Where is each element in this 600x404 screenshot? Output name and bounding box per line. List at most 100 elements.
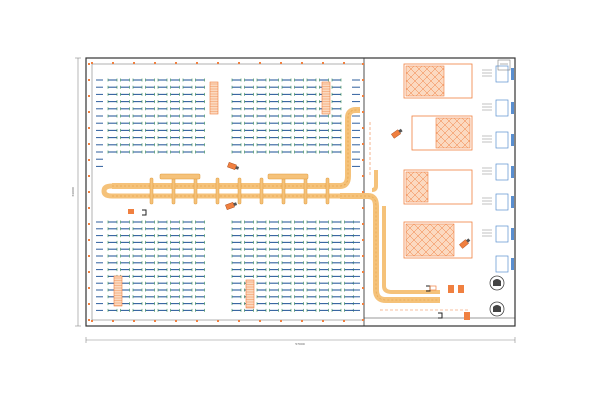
building-columns (88, 62, 364, 322)
column-marker (88, 63, 90, 65)
column-marker (217, 62, 219, 64)
column-marker (88, 79, 90, 81)
lattice-line (405, 173, 429, 197)
conveyor-curve (101, 183, 113, 199)
lattice-line (405, 185, 423, 203)
lattice-line (431, 65, 445, 79)
forklift (227, 162, 240, 170)
column-marker (88, 255, 90, 257)
column-marker (259, 62, 261, 64)
conveyor-main-loop (112, 107, 360, 189)
lattice-line (435, 117, 453, 135)
dock-door (495, 225, 509, 243)
dock-leveler (511, 102, 514, 114)
dock-door (495, 99, 509, 117)
dock-leveler (511, 166, 514, 178)
lattice-line (435, 139, 445, 149)
lattice-line (407, 181, 429, 203)
lattice-line (405, 223, 439, 257)
dock-door (495, 65, 509, 83)
lattice-line (421, 223, 455, 257)
storage-racks (96, 78, 360, 312)
column-marker (362, 111, 364, 113)
column-marker (362, 79, 364, 81)
lattice-line (407, 171, 429, 193)
dock-door (495, 255, 509, 273)
column-marker (362, 319, 364, 321)
column-marker (196, 62, 198, 64)
width-dimension-label: 57000 (295, 342, 305, 346)
lattice-line (431, 83, 445, 97)
dock-door (495, 193, 509, 211)
lattice-line (415, 67, 445, 97)
conveyor-segment (237, 177, 242, 205)
conveyor-segment (149, 177, 154, 205)
lattice-line (405, 177, 429, 201)
orange-storage-zone (209, 81, 219, 115)
lattice-line (415, 171, 429, 185)
conveyor-segment (259, 177, 264, 205)
column-marker (238, 320, 240, 322)
lattice-line (437, 239, 455, 257)
column-marker (362, 303, 364, 305)
lattice-line (437, 223, 455, 241)
column-marker (301, 320, 303, 322)
lattice-line (407, 65, 439, 97)
forklift (459, 238, 471, 249)
operator-station (448, 285, 454, 293)
dock-leveler (511, 228, 514, 240)
column-marker (238, 62, 240, 64)
equipment-marker (128, 209, 134, 214)
forklift-body (227, 162, 237, 170)
lattice-line (435, 117, 445, 127)
column-marker (343, 62, 345, 64)
forklift-mast (233, 202, 238, 207)
lattice-line (413, 223, 447, 257)
column-marker (112, 62, 114, 64)
conveyor-segment (325, 177, 330, 205)
lattice-line (423, 171, 429, 177)
conveyor-segment (159, 173, 201, 180)
column-marker (362, 271, 364, 273)
column-marker (280, 62, 282, 64)
height-dimension-label: 34000 (71, 187, 75, 197)
lattice-line (423, 197, 429, 203)
lattice-line (415, 65, 445, 95)
column-marker (91, 320, 93, 322)
dock-leveler (511, 258, 514, 270)
title-block (497, 59, 511, 71)
conveyor-spur (371, 170, 378, 192)
lattice-line (439, 65, 445, 71)
column-marker (259, 320, 261, 322)
lattice-line (405, 193, 415, 203)
conveyor-segment (267, 173, 309, 180)
equipment-marker (142, 209, 147, 216)
column-marker (322, 320, 324, 322)
lattice-line (445, 117, 471, 143)
dock-door (495, 163, 509, 181)
conveyor-main-loop-rollers (112, 109, 360, 187)
lattice-line (415, 189, 429, 203)
conveyor-segment (303, 177, 308, 205)
column-marker (154, 320, 156, 322)
lattice-line (405, 71, 431, 97)
column-marker (88, 143, 90, 145)
column-marker (362, 207, 364, 209)
lattice-line (435, 117, 461, 143)
forklift (225, 202, 238, 210)
equipment-marker (438, 312, 443, 319)
lattice-line (437, 117, 469, 149)
orange-storage-zone (245, 279, 255, 309)
dock-leveler (511, 196, 514, 208)
conveyor-segment (281, 177, 286, 205)
lattice-line (445, 247, 455, 257)
column-marker (362, 255, 364, 257)
column-marker (175, 320, 177, 322)
column-marker (88, 319, 90, 321)
conveyor-outbound-rollers (340, 195, 440, 301)
lattice-line (453, 131, 471, 149)
column-marker (133, 320, 135, 322)
misc-annotations (497, 59, 511, 71)
